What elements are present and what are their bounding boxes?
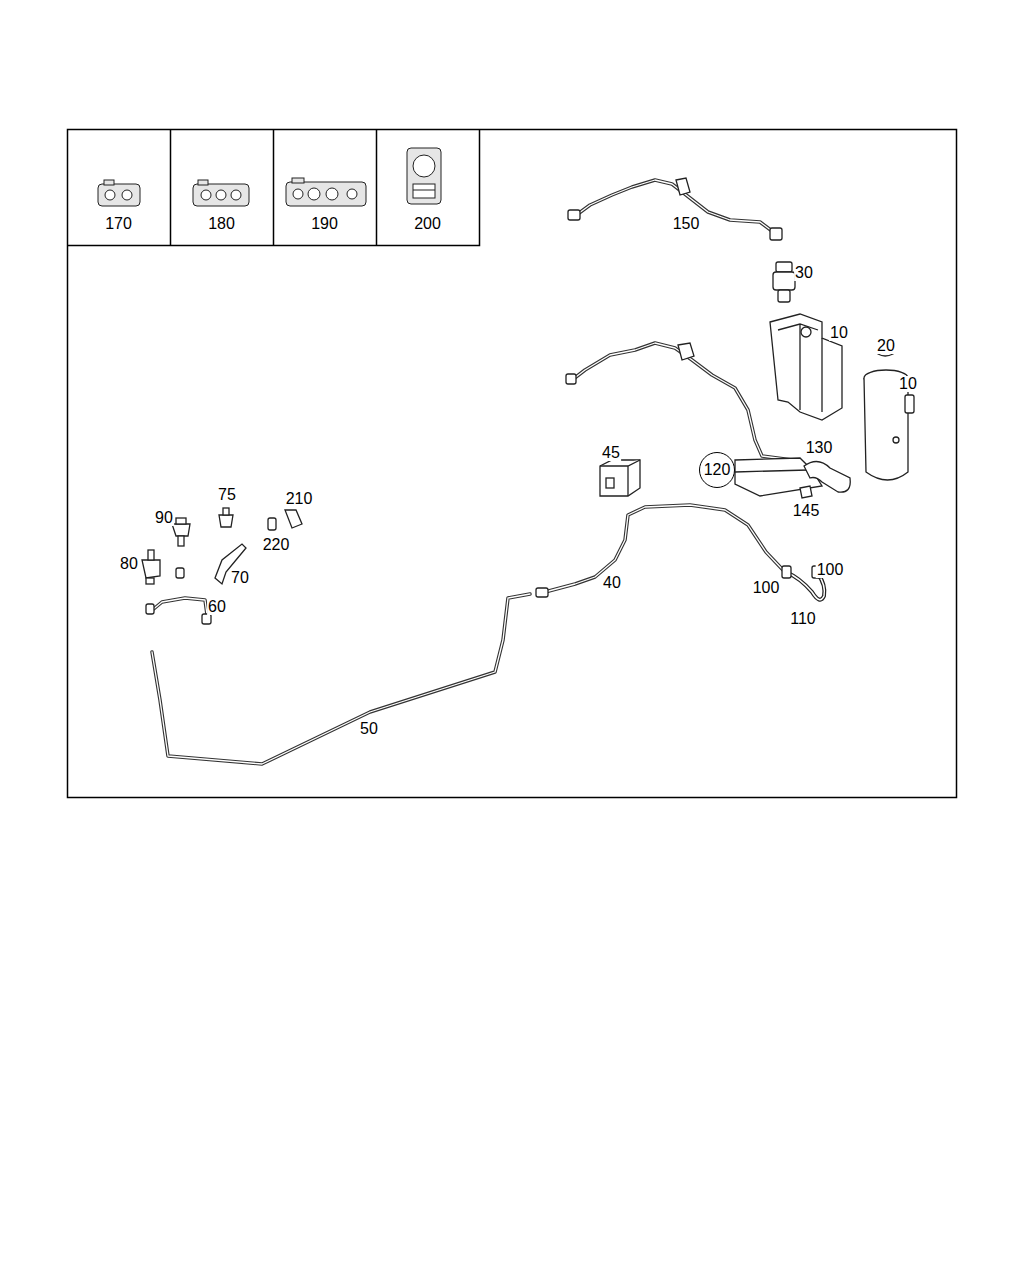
callout-number: 40	[602, 575, 622, 591]
callout-number: 200	[414, 216, 441, 232]
callout-number: 75	[217, 487, 237, 503]
callout-number: 60	[207, 599, 227, 615]
callout-number: 145	[792, 503, 821, 519]
callout-number: 70	[230, 570, 250, 586]
callout-number: 100	[752, 580, 781, 596]
valve-part	[773, 262, 795, 302]
callout-number: 220	[262, 537, 291, 553]
callout-number: 110	[789, 611, 817, 627]
callout-number: 20	[876, 338, 896, 354]
bracket-part	[600, 460, 640, 496]
thumbnail-part	[193, 180, 249, 206]
thumbnail-cell: 180	[170, 129, 273, 245]
callout-number: 150	[672, 216, 701, 232]
callout-number: 190	[311, 216, 338, 232]
callout-number: 50	[359, 721, 379, 737]
callout-number: 90	[154, 510, 174, 526]
callout-number: 10	[829, 325, 849, 341]
frame	[68, 130, 957, 798]
small-parts	[142, 508, 302, 624]
callout-number: 180	[208, 216, 235, 232]
thumbnail-cell: 190	[273, 129, 376, 245]
thumbnail-part	[98, 180, 140, 206]
callout-number: 170	[105, 216, 132, 232]
callout-number: 120	[704, 462, 731, 478]
callout-circle: 120	[699, 452, 736, 489]
thumbnail-part	[407, 148, 441, 204]
callout-number: 130	[805, 440, 834, 456]
thumbnail-grid	[68, 130, 480, 246]
callout-number: 80	[119, 556, 139, 572]
callout-number: 210	[285, 491, 314, 507]
callout-number: 45	[601, 445, 621, 461]
thumbnail-part	[286, 178, 366, 206]
thumbnail-cell: 170	[67, 129, 170, 245]
callout-number: 100	[816, 562, 845, 578]
callout-number: 10	[898, 376, 918, 392]
callout-number: 30	[794, 265, 814, 281]
clip-part	[800, 486, 812, 498]
thumbnail-cell: 200	[376, 129, 479, 245]
